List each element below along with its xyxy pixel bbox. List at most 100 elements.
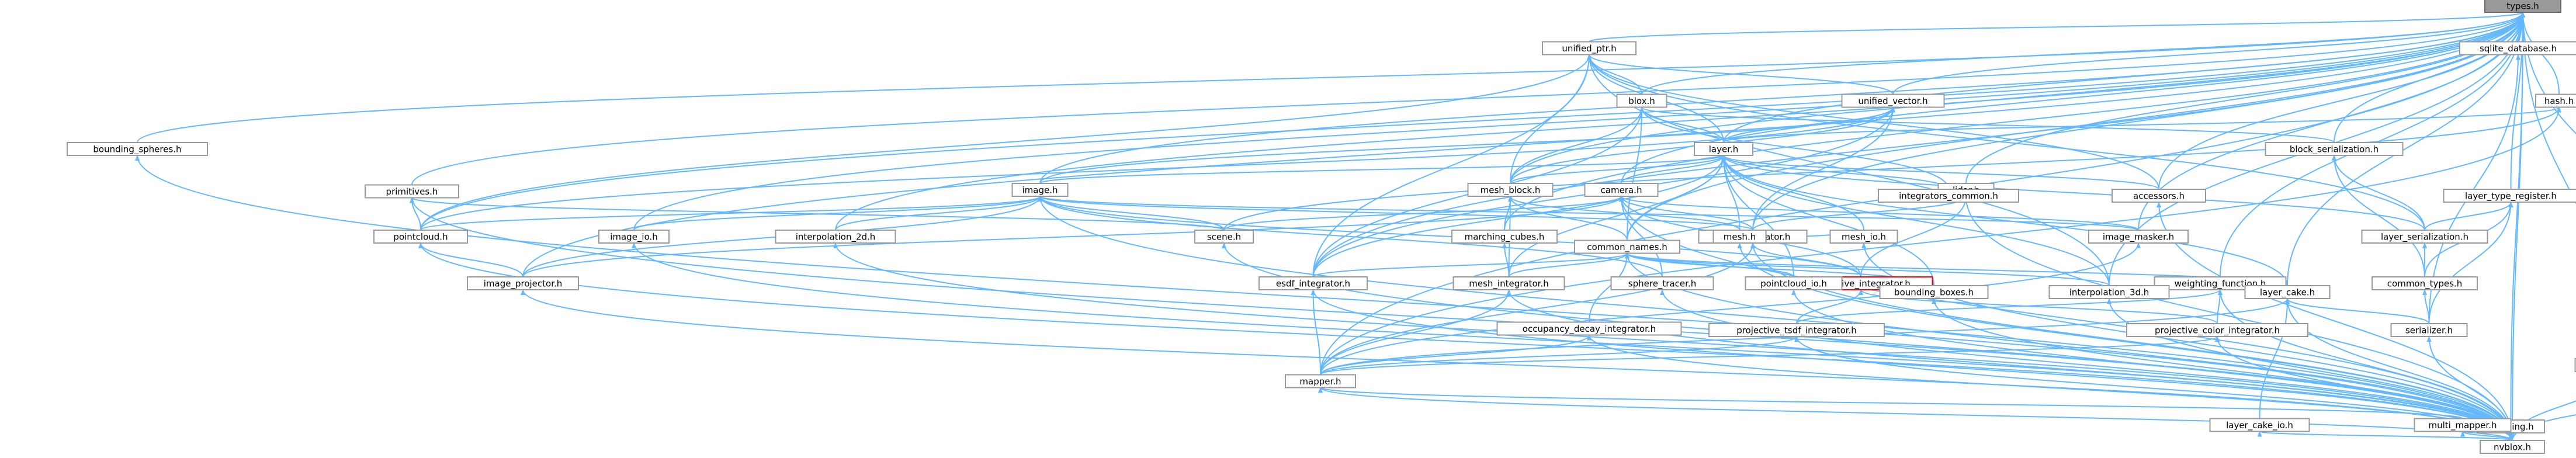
file-node-layer-type-register-h[interactable]: layer_type_register.h (2443, 189, 2576, 203)
file-node-sphere-tracer-h[interactable]: sphere_tracer.h (1610, 276, 1714, 290)
file-node-blox-h[interactable]: blox.h (1616, 93, 1667, 108)
file-node-box (2574, 358, 2576, 372)
file-node-unified-ptr-h[interactable]: unified_ptr.h (1542, 41, 1637, 55)
file-node-box (67, 142, 208, 156)
include-edge (1621, 12, 2525, 184)
file-node-label: image_io.h (610, 232, 658, 243)
file-node-types-h[interactable]: types.h (2484, 0, 2561, 13)
include-edge (1964, 196, 2513, 441)
file-node-box (1712, 230, 1767, 244)
file-node-pointcloud-h[interactable]: pointcloud.h (373, 230, 468, 244)
file-node-label: multi_mapper.h (2429, 420, 2497, 431)
include-edge (1721, 155, 1864, 231)
include-edge (2512, 12, 2525, 441)
include-edge (835, 12, 2525, 231)
include-edge (1310, 289, 2513, 441)
file-node-label: projective_color_integrator.h (2155, 325, 2280, 336)
file-node-primitives-h[interactable]: primitives.h (365, 184, 459, 199)
file-node-box (2126, 323, 2308, 337)
file-node-label: pointcloud_io.h (1760, 279, 1827, 290)
include-edge (2332, 155, 2425, 231)
node-layer: types.h unified_ptr.h sqlite_database.huni… (67, 0, 2576, 454)
include-edge (1039, 155, 1726, 184)
file-node-box (2459, 41, 2576, 55)
include-edge (1039, 106, 1895, 184)
file-node-label: layer_cake_io.h (2226, 420, 2293, 431)
include-edge (1721, 155, 2288, 286)
file-node-ply-writer-h[interactable]: ply_writer.h (2574, 358, 2576, 372)
file-node-block-serialization-h[interactable]: block_serialization.h (2265, 142, 2404, 156)
file-node-label: marching_cubes.h (1465, 232, 1545, 243)
file-node-box (2480, 440, 2545, 454)
file-node-unified-vector-h[interactable]: unified_vector.h (1841, 93, 1945, 108)
file-node-bounding-spheres-h[interactable]: bounding_spheres.h (67, 142, 208, 156)
file-node-box (2484, 0, 2561, 13)
file-node-marching-cubes-h[interactable]: marching_cubes.h (1451, 230, 1558, 244)
file-node-box (1694, 142, 1753, 156)
file-node-integrators-common-h[interactable]: integrators_common.h (1878, 189, 2019, 203)
file-node-layer-cake-h[interactable]: layer_cake.h (2244, 285, 2331, 299)
file-node-mesh-io-h[interactable]: mesh_io.h (1829, 230, 1898, 244)
file-node-esdf-integrator-h[interactable]: esdf_integrator.h (1258, 276, 1368, 290)
include-edge (1721, 155, 1949, 190)
file-node-interpolation-2d-h[interactable]: interpolation_2d.h (775, 230, 896, 244)
file-node-label: scene.h (1207, 232, 1241, 242)
file-node-box (1708, 323, 1885, 337)
include-edge (1721, 155, 1934, 286)
file-node-projective-color-integrator-h[interactable]: projective_color_integrator.h (2126, 323, 2308, 337)
file-node-occupancy-decay-integrator-h[interactable]: occupancy_decay_integrator.h (1496, 321, 1682, 336)
file-node-mesh-h[interactable]: mesh.h (1712, 230, 1767, 244)
include-edge (1223, 196, 1624, 231)
file-node-label: image_projector.h (484, 279, 563, 290)
include-edge (2422, 289, 2430, 324)
file-node-pointcloud-io-h[interactable]: pointcloud_io.h (1745, 276, 1843, 290)
include-edge (1038, 196, 2139, 231)
file-node-image-masker-h[interactable]: image_masker.h (2088, 230, 2189, 244)
file-node-mesh-integrator-h[interactable]: mesh_integrator.h (1452, 276, 1565, 290)
include-edge (633, 196, 1042, 231)
file-node-hash-h[interactable]: hash.h (2535, 93, 2576, 108)
file-node-common-names-h[interactable]: common_names.h (1574, 240, 1680, 254)
include-edge (420, 12, 2525, 231)
file-node-interpolation-3d-h[interactable]: interpolation_3d.h (2048, 285, 2170, 299)
file-node-label: serializer.h (2405, 325, 2453, 336)
file-node-label: mesh_io.h (1842, 232, 1886, 243)
file-node-camera-h[interactable]: camera.h (1584, 183, 1659, 197)
file-node-nvblox-h[interactable]: nvblox.h (2480, 440, 2545, 454)
include-edge (1660, 289, 2513, 441)
file-node-mesh-block-h[interactable]: mesh_block.h (1467, 183, 1554, 197)
file-node-box (1745, 276, 1843, 290)
file-node-multi-mapper-h[interactable]: multi_mapper.h (2414, 418, 2512, 432)
file-node-layer-h[interactable]: layer.h (1694, 142, 1753, 156)
include-edge (833, 242, 2513, 441)
include-edge (2287, 12, 2525, 286)
include-edge (1860, 196, 1968, 277)
file-node-label: camera.h (1601, 185, 1642, 196)
file-node-box (775, 230, 896, 244)
file-node-image-h[interactable]: image.h (1011, 183, 1069, 197)
file-node-accessors-h[interactable]: accessors.h (2112, 189, 2206, 203)
file-node-label: block_serialization.h (2290, 144, 2379, 155)
file-node-label: unified_vector.h (1858, 96, 1927, 107)
file-node-box (1616, 93, 1667, 108)
include-edge (1621, 155, 1726, 184)
include-edge (2520, 12, 2576, 134)
file-node-box (2048, 285, 2170, 299)
file-node-sqlite-database-h[interactable]: sqlite_database.h (2459, 41, 2576, 55)
file-node-scene-h[interactable]: scene.h (1194, 230, 1254, 244)
file-node-projective-tsdf-integrator-h[interactable]: projective_tsdf_integrator.h (1708, 323, 1885, 337)
file-node-mapper-h[interactable]: mapper.h (1285, 374, 1356, 388)
include-edge (2520, 12, 2576, 204)
file-node-box (1879, 285, 1989, 299)
file-node-layer-serialization-h[interactable]: layer_serialization.h (2361, 230, 2488, 244)
file-node-image-io-h[interactable]: image_io.h (598, 230, 670, 244)
file-node-serializer-h[interactable]: serializer.h (2390, 323, 2468, 337)
include-edge (1508, 196, 1628, 241)
include-edge (1508, 196, 1741, 231)
include-edge (1589, 252, 1629, 322)
file-node-bounding-boxes-h[interactable]: bounding_boxes.h (1879, 285, 1989, 299)
file-node-common-types-h[interactable]: common_types.h (2372, 276, 2478, 290)
file-node-box (1011, 183, 1069, 197)
file-node-layer-cake-io-h[interactable]: layer_cake_io.h (2209, 418, 2310, 432)
file-node-image-projector-h[interactable]: image_projector.h (467, 276, 579, 290)
